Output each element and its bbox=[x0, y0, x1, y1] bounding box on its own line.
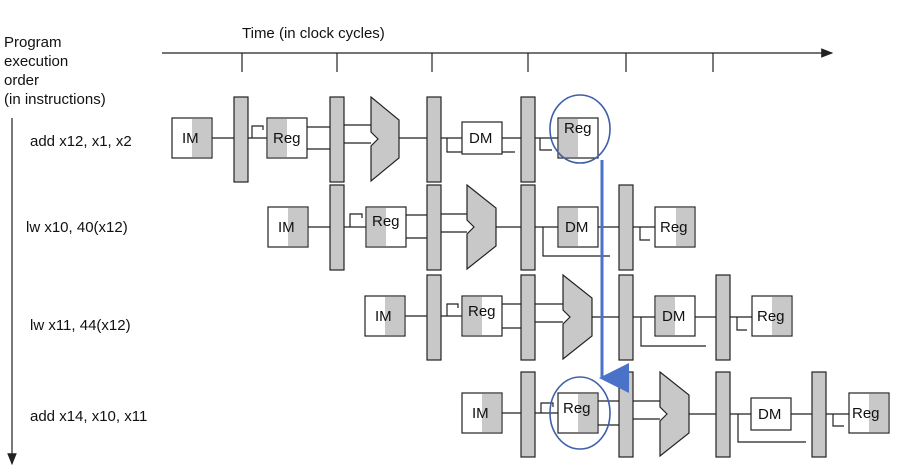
pipeline-register bbox=[715, 274, 731, 361]
pipeline-register bbox=[426, 96, 442, 183]
program-order-label-line-2: execution bbox=[4, 53, 68, 70]
pipeline-row-4: IM Reg DM Reg bbox=[461, 370, 890, 458]
reg-label: Reg bbox=[563, 400, 591, 417]
alu-shape bbox=[370, 95, 400, 183]
alu-shape bbox=[562, 273, 593, 361]
instruction-label-3: lw x11, 44(x12) bbox=[30, 317, 131, 334]
reg-label: Reg bbox=[660, 219, 688, 236]
im-label: IM bbox=[182, 130, 199, 147]
dm-shaded-half bbox=[559, 208, 578, 246]
alu-shape bbox=[659, 370, 690, 458]
pipeline-register bbox=[618, 371, 634, 458]
dm-shaded-half bbox=[656, 297, 675, 335]
dm-label: DM bbox=[565, 219, 588, 236]
reg-shaded-half bbox=[578, 394, 597, 432]
reg-label: Reg bbox=[564, 120, 592, 137]
alu-shape bbox=[466, 183, 497, 271]
pipeline-register bbox=[329, 96, 345, 183]
pipeline-row-3: IM Reg DM Reg bbox=[364, 273, 793, 361]
instruction-label-2: lw x10, 40(x12) bbox=[26, 219, 128, 236]
im-label: IM bbox=[278, 219, 295, 236]
program-order-axis: Program execution order (in instructions… bbox=[4, 34, 106, 466]
program-order-label-line-4: (in instructions) bbox=[4, 91, 106, 108]
time-axis-label: Time (in clock cycles) bbox=[242, 25, 385, 42]
instruction-label-4: add x14, x10, x11 bbox=[30, 408, 147, 425]
im-label: IM bbox=[375, 308, 392, 325]
pipeline-register bbox=[520, 184, 536, 271]
reg-shaded-half bbox=[676, 208, 694, 246]
im-label: IM bbox=[472, 405, 489, 422]
time-axis: Time (in clock cycles) bbox=[162, 25, 834, 72]
dm-label: DM bbox=[758, 406, 781, 423]
pipeline-register bbox=[426, 274, 442, 361]
program-order-label-line-3: order bbox=[4, 72, 39, 89]
reg-shaded-half bbox=[869, 394, 888, 432]
pipeline-register bbox=[618, 274, 634, 361]
dm-label: DM bbox=[662, 308, 685, 325]
reg-label: Reg bbox=[372, 213, 400, 230]
im-shaded-half bbox=[288, 208, 307, 246]
im-shaded-half bbox=[385, 297, 404, 335]
reg-shaded-half bbox=[559, 119, 578, 157]
pipeline-register bbox=[618, 184, 634, 271]
im-shaded-half bbox=[482, 394, 501, 432]
pipeline-register bbox=[811, 371, 827, 458]
reg-label: Reg bbox=[852, 405, 880, 422]
pipeline-register bbox=[426, 184, 442, 271]
time-axis-ticks bbox=[241, 53, 714, 72]
pipeline-row-1: IM Reg DM Reg bbox=[171, 95, 599, 183]
pipeline-register bbox=[520, 96, 536, 183]
reg-label: Reg bbox=[757, 308, 785, 325]
pipeline-row-2: IM Reg DM Reg bbox=[267, 183, 696, 271]
dm-label: DM bbox=[469, 130, 492, 147]
pipeline-register bbox=[233, 96, 249, 183]
reg-label: Reg bbox=[273, 130, 301, 147]
pipeline-register bbox=[520, 371, 536, 458]
pipeline-register bbox=[329, 184, 345, 271]
register-read-highlight-ellipse bbox=[549, 376, 611, 450]
dm-box bbox=[461, 121, 503, 155]
reg-shaded-half bbox=[463, 297, 482, 335]
reg-label: Reg bbox=[468, 303, 496, 320]
instruction-label-1: add x12, x1, x2 bbox=[30, 133, 132, 150]
im-shaded-half bbox=[192, 119, 211, 157]
reg-shaded-half bbox=[772, 297, 791, 335]
dm-box bbox=[750, 397, 792, 431]
pipeline-register bbox=[715, 371, 731, 458]
reg-shaded-half bbox=[367, 208, 386, 246]
pipeline-register bbox=[520, 274, 536, 361]
program-order-label-line-1: Program bbox=[4, 34, 62, 51]
reg-shaded-half bbox=[268, 119, 287, 157]
writeback-highlight-ellipse bbox=[549, 94, 611, 164]
